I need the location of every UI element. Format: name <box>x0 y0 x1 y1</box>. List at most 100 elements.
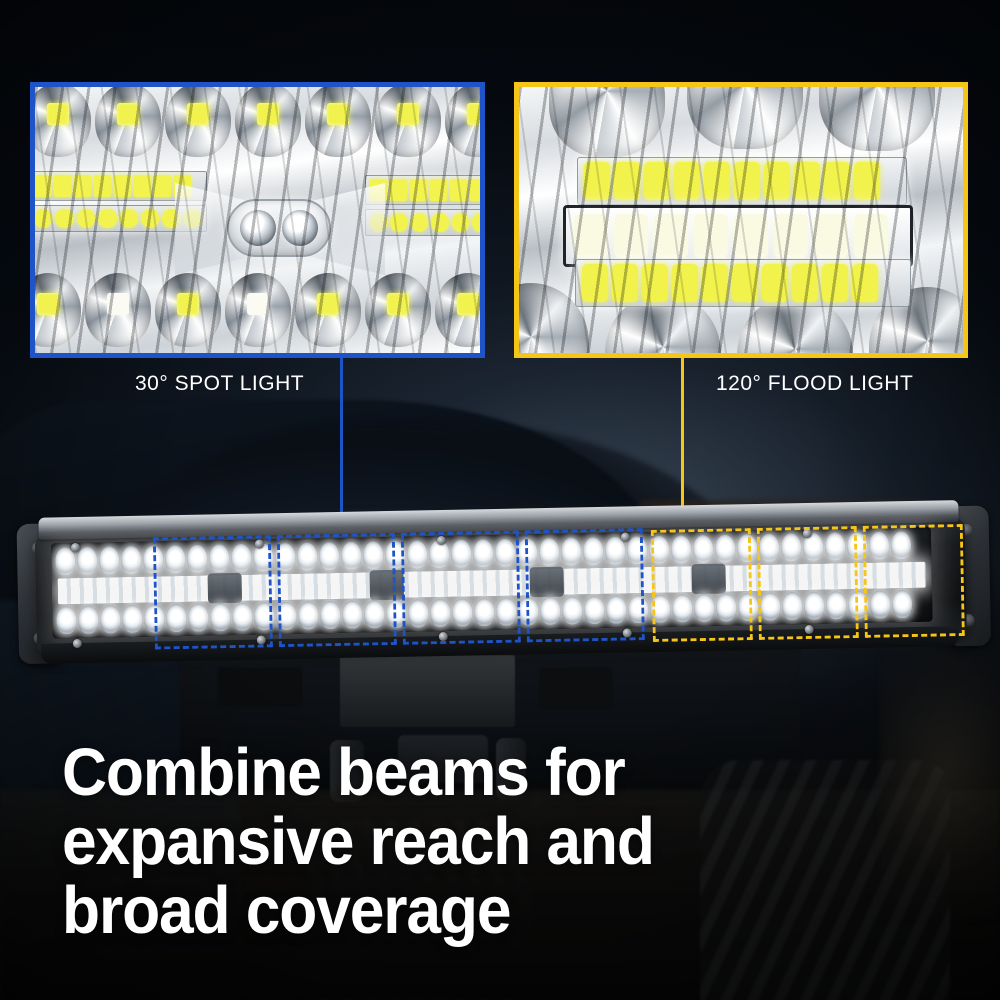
led-chip <box>654 214 688 258</box>
led-chip <box>854 162 880 200</box>
led-chip <box>35 209 53 228</box>
led-chip <box>734 214 768 258</box>
led-chip <box>35 175 51 197</box>
reflector-cup <box>35 273 81 347</box>
led-chip <box>390 179 407 201</box>
flood-led-strip-top <box>577 157 907 205</box>
led-chip <box>824 162 850 200</box>
led-chip <box>55 209 74 228</box>
spot-light-label: 30° SPOT LIGHT <box>135 372 305 395</box>
headline-line-3: broad coverage <box>62 873 512 948</box>
led-chip <box>582 264 608 302</box>
led-chip <box>704 162 730 200</box>
led-chip <box>584 162 610 200</box>
led-chip <box>642 264 668 302</box>
flood-zone-box <box>756 526 859 640</box>
led <box>78 605 99 634</box>
led-chip <box>734 162 760 200</box>
reflector-cup <box>155 273 221 347</box>
led-chip <box>614 162 640 200</box>
spot-connector-line <box>340 358 343 538</box>
reflector-cup <box>295 273 361 347</box>
led <box>76 546 98 576</box>
reflector-cup <box>435 273 480 347</box>
flood-zone-box <box>862 524 965 638</box>
led-chip <box>644 162 670 200</box>
chrome-reflection-streaks <box>35 87 480 353</box>
flood-connector-line <box>681 358 684 540</box>
led-chip <box>451 213 470 232</box>
spot-led-emitter <box>282 210 318 246</box>
flood-led-strip-middle <box>563 205 913 267</box>
led-chip <box>431 213 449 232</box>
led <box>122 604 143 634</box>
flood-light-label: 120° FLOOD LIGHT <box>716 372 914 395</box>
reflector-cup <box>165 87 231 157</box>
spot-reflector-row-bottom <box>35 273 480 347</box>
led-chip <box>762 264 788 302</box>
reflector-cup <box>549 87 665 157</box>
led-chip <box>854 214 888 258</box>
spot-led-emitter <box>240 210 276 246</box>
led-chip <box>792 264 818 302</box>
reflector-cup <box>305 87 371 157</box>
led-chip <box>814 214 848 258</box>
led-chip <box>612 264 638 302</box>
spot-light-detail-panel <box>30 82 485 358</box>
led-light-bar <box>16 500 992 683</box>
led-chip <box>702 264 728 302</box>
flood-led-strip-bottom <box>575 259 911 307</box>
led-chip <box>822 264 848 302</box>
reflector-cup <box>95 87 161 157</box>
led-chip <box>154 175 171 197</box>
led-chip <box>614 214 648 258</box>
led-chip <box>410 213 429 232</box>
led <box>56 606 77 635</box>
spot-twin-led-pod <box>227 199 331 257</box>
led-chip <box>674 162 700 200</box>
led <box>98 546 120 575</box>
led-chip <box>774 214 808 258</box>
led-chip <box>74 175 91 197</box>
led-chip <box>852 264 878 302</box>
spot-reflector-row-top <box>35 87 480 157</box>
headline-line-1: Combine beams for <box>62 735 626 810</box>
led-chip <box>764 162 790 200</box>
led-chip <box>119 209 138 228</box>
led-chip <box>470 179 480 201</box>
led-chip <box>114 175 131 197</box>
led-chip <box>450 179 467 201</box>
housing-screw <box>72 638 82 649</box>
flood-light-detail-panel <box>514 82 968 358</box>
led-chip <box>430 179 447 201</box>
led-chip <box>134 175 151 197</box>
reflector-cup <box>35 87 91 157</box>
reflector-cup <box>225 273 291 347</box>
reflector-cup <box>235 87 301 157</box>
led-chip <box>98 209 117 228</box>
reflector-cup <box>365 273 431 347</box>
spot-zone-box <box>276 532 397 648</box>
led-chip <box>390 213 408 232</box>
led-chip <box>472 213 480 232</box>
led-chip <box>76 209 96 228</box>
spot-zone-box <box>152 535 273 650</box>
led-chip <box>574 214 608 258</box>
led-chip <box>732 264 758 302</box>
spot-zone-box <box>524 528 645 643</box>
led-chip <box>410 179 427 201</box>
led <box>100 605 121 634</box>
led-chip <box>140 209 160 228</box>
reflector-cup <box>85 273 151 347</box>
reflector-cup <box>687 87 803 149</box>
reflector-cup <box>819 87 935 151</box>
spot-zone-box <box>400 530 521 645</box>
led-chip <box>54 175 71 197</box>
reflector-cup <box>375 87 441 157</box>
flood-zone-box <box>650 528 753 642</box>
led-chip <box>672 264 698 302</box>
led-chip <box>694 214 728 258</box>
headline: Combine beams for expansive reach and br… <box>62 738 657 945</box>
led-chip <box>94 175 111 197</box>
